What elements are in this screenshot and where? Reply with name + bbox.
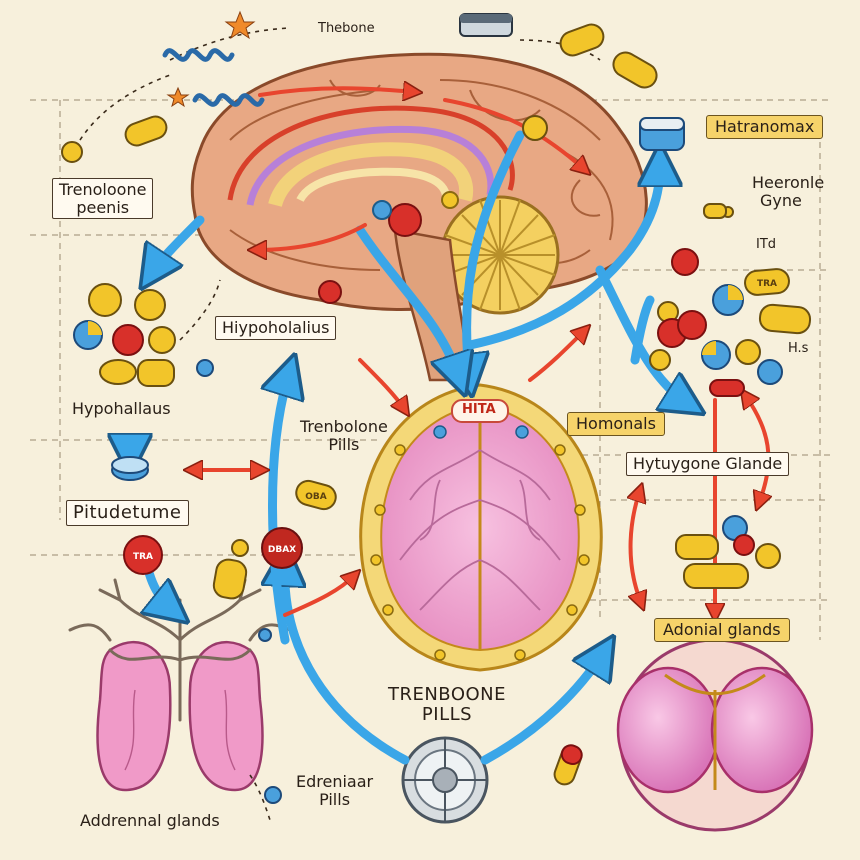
label-edreniaar-pills-line1: Edreniaar (296, 772, 374, 791)
label-hs: H.s (788, 341, 809, 356)
label-hatranomax: Hatranomax (706, 115, 824, 139)
central-gland (359, 383, 603, 672)
label-hypoholalius: Hiypoholalius (215, 316, 337, 340)
label-trenboone-pills: TRENBOONE PILLS (382, 685, 512, 725)
label-adonial-glands: Adonial glands (654, 618, 790, 642)
spark-icon (166, 10, 256, 108)
dotted-connectors (79, 27, 601, 821)
label-trenolone-peenis-line2: peenis (76, 197, 130, 217)
label-trenboone-pills-line1: TRENBOONE (387, 684, 507, 705)
label-addrennal-glands: Addrennal glands (80, 811, 220, 830)
label-trenolone-peenis: Trenoloone peenis (52, 178, 154, 220)
label-top-title: Thebone (318, 21, 375, 36)
label-heeronle-line1: Heeronle (752, 173, 825, 192)
label-hypohallaus: Hypohallaus (72, 399, 171, 418)
pill-tag-1: TRA (133, 552, 153, 562)
label-trenboone-pills-line2: PILLS (421, 703, 473, 725)
pill-tag-2: DBAX (268, 545, 296, 555)
label-trenbolone-pills-line2: Pills (328, 434, 360, 454)
label-hytuygone-glande: Hytuygone Glande (626, 452, 790, 476)
dna-helix-icon (162, 48, 265, 107)
bottom-pill-dial (401, 736, 489, 824)
label-homonals: Homonals (567, 412, 665, 436)
adrenal-glands-left (68, 578, 292, 792)
label-hita: HITA (462, 402, 496, 417)
label-heeronle-line2: Gyne (760, 190, 802, 210)
label-trenbolone-pills-line1: Trenbolone (300, 417, 388, 436)
label-trenbolone-pills: Trenbolone Pills (300, 418, 388, 453)
blue-arrows (130, 130, 690, 765)
pill-tag-4: TRA (757, 279, 777, 289)
label-edreniaar-pills-line2: Pills (319, 789, 351, 809)
pill-tag-3: OBA (305, 492, 327, 502)
pills-cluster (61, 13, 812, 804)
gland-orb-right (616, 638, 814, 832)
label-itd: ITd (756, 237, 777, 252)
label-heeronle: Heeronle Gyne (752, 174, 824, 209)
label-trenolone-peenis-line1: Trenoloone (59, 180, 147, 199)
label-edreniaar-pills: Edreniaar Pills (296, 773, 373, 808)
label-pitudetume: Pitudetume (66, 500, 189, 526)
